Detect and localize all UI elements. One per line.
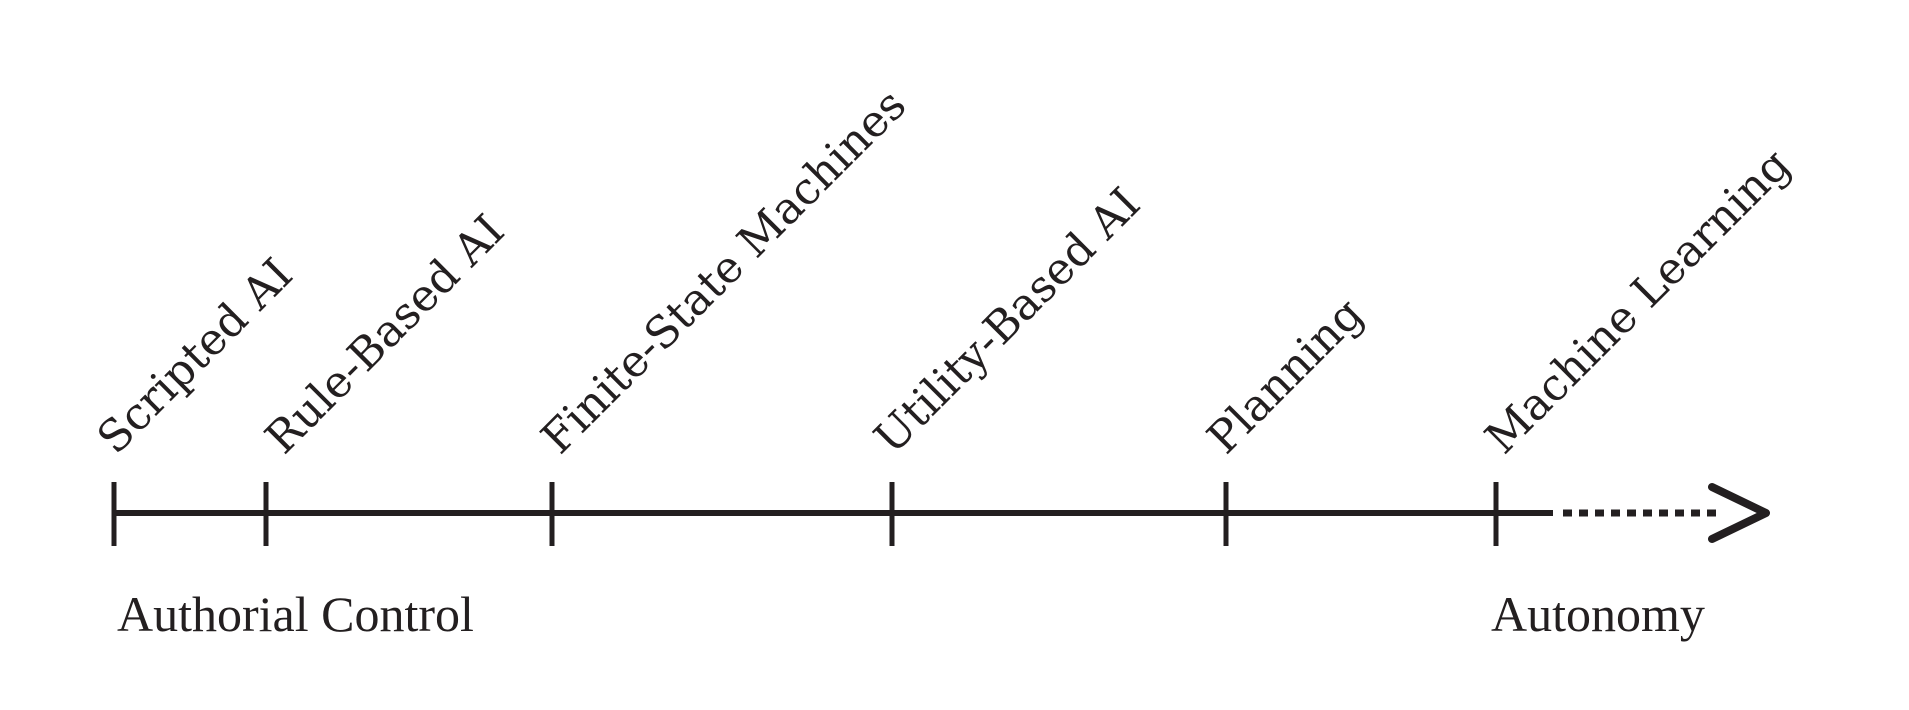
right-end-label: Autonomy (1491, 586, 1705, 642)
stage-label-planning: Planning (1198, 288, 1373, 463)
stage-label-utility-based-ai: Utility-Based AI (865, 178, 1151, 464)
stage-label-finite-state-machines: Finite-State Machines (532, 79, 916, 463)
spectrum-arrowhead (1708, 483, 1770, 543)
stage-label-machine-learning: Machine Learning (1476, 139, 1801, 464)
left-end-label: Authorial Control (117, 586, 474, 642)
stage-label-rule-based-ai: Rule-Based AI (256, 205, 515, 464)
